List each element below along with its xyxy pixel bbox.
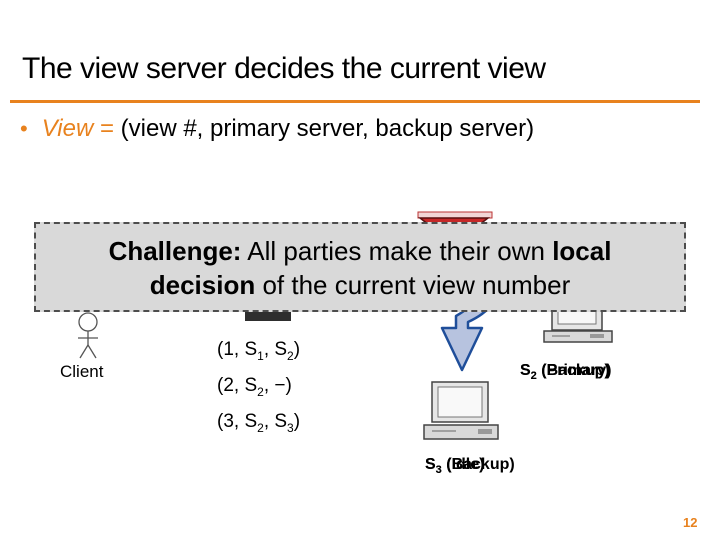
callout-line-2: decision of the current view number — [36, 268, 684, 302]
callout-local-word: local — [552, 236, 612, 266]
bullet-dot-icon: • — [20, 116, 28, 141]
callout-line-1: Challenge: All parties make their own lo… — [36, 234, 684, 268]
bullet-equals: = — [99, 115, 114, 142]
callout-challenge-label: Challenge: — [108, 236, 242, 266]
bullet-term: View — [41, 115, 94, 142]
callout-text-a: All parties make their own — [241, 236, 553, 266]
bullet-view-definition: • View = (view #, primary server, backup … — [20, 115, 534, 143]
s3-label-backup: S3 (Backup) — [425, 456, 515, 477]
view-entry-2: (2, S2, −) — [217, 374, 292, 399]
s3-computer-icon — [423, 381, 499, 440]
challenge-callout: Challenge: All parties make their own lo… — [34, 222, 686, 312]
view-entry-3: (3, S2, S3) — [217, 410, 301, 435]
page-title: The view server decides the current view — [22, 52, 546, 85]
s2-label-primary: S2 (Primary) — [520, 362, 612, 383]
title-divider — [10, 100, 700, 103]
view-entry-1: (1, S1, S2) — [217, 339, 301, 363]
s3-label-idle: S3 (Idle) — [425, 456, 485, 477]
callout-text-b: of the current view number — [255, 270, 571, 300]
page-number: 12 — [683, 515, 698, 530]
s2-label-backup: S2 (Backup) — [520, 362, 610, 383]
client-figure-icon — [78, 312, 98, 359]
callout-decision-word: decision — [149, 270, 256, 300]
client-label: Client — [60, 362, 104, 381]
view-history-list: (1, S1, S2) (2, S2, −) (3, S2, S3) — [217, 335, 300, 442]
bullet-definition: (view #, primary server, backup server) — [120, 115, 535, 142]
